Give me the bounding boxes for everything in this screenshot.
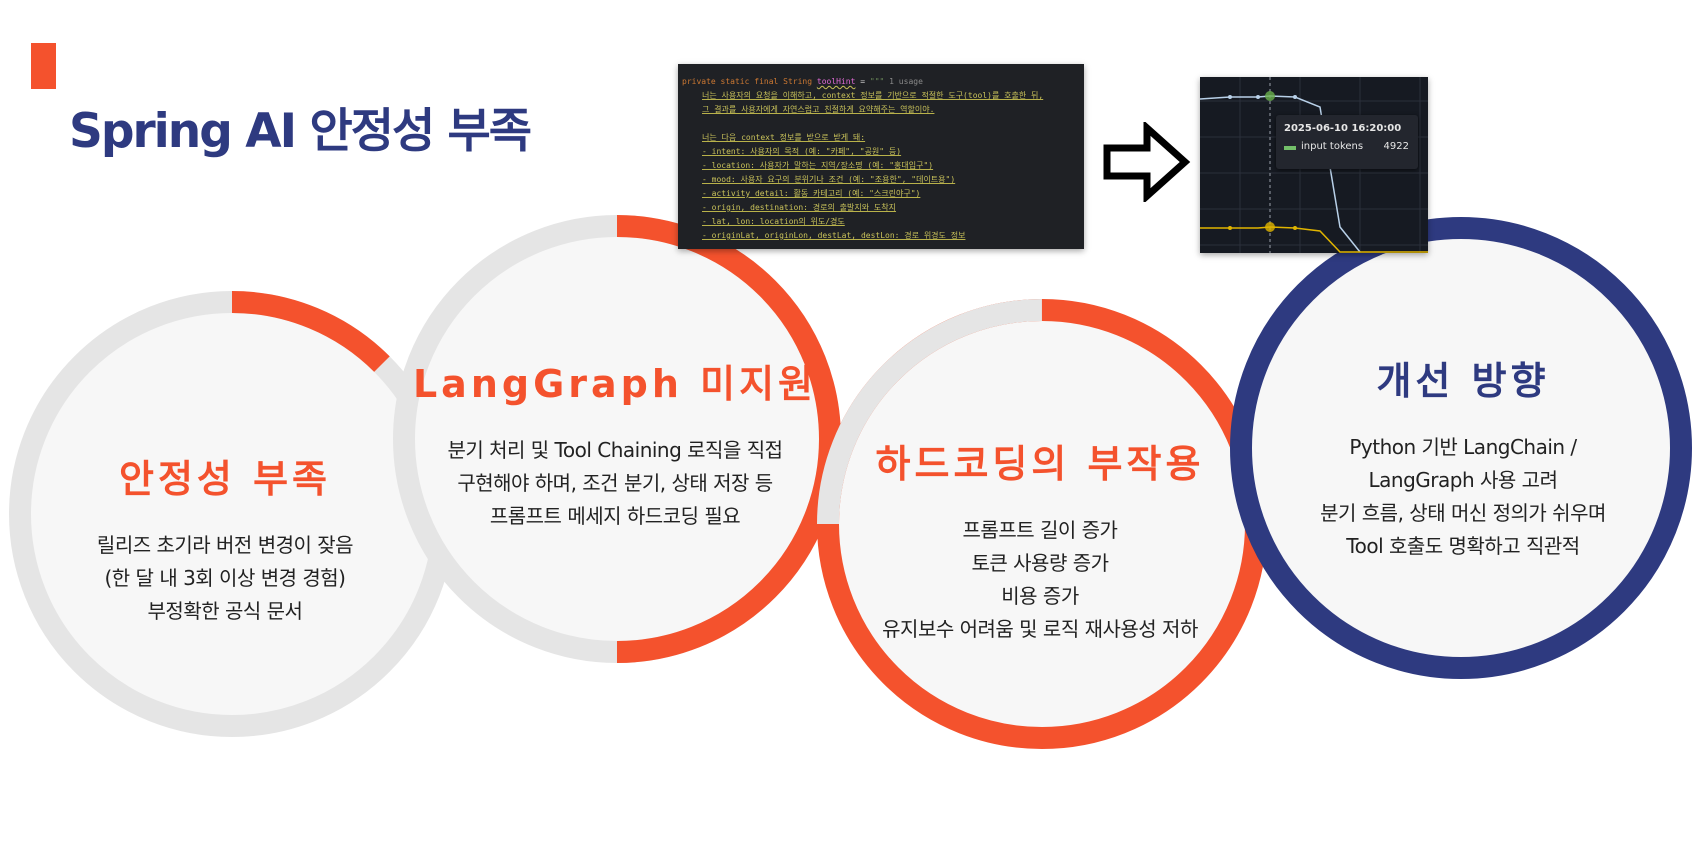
circle-2-line: 구현해야 하며, 조건 분기, 상태 저장 등 [457, 471, 773, 495]
circle-1-ring [9, 291, 455, 737]
right-arrow-outline-icon [1103, 122, 1191, 202]
circle-2-lines: 분기 처리 및 Tool Chaining 로직을 직접 구현해야 하며, 조건… [395, 434, 835, 533]
circle-2-ring [393, 215, 841, 663]
circle-1-line: 부정확한 공식 문서 [147, 599, 303, 623]
output-tokens-line [1200, 226, 1428, 253]
code-operator: = [860, 77, 866, 86]
code-variable: toolHint [816, 77, 856, 86]
input-tokens-line [1200, 95, 1361, 253]
chart-tooltip: 2025-06-10 16:20:00 input tokens 4922 [1276, 115, 1418, 169]
tooltip-series-label: input tokens [1301, 141, 1364, 152]
circle-1-progress-arc [9, 291, 455, 737]
circle-2-content: LangGraph 미지원 분기 처리 및 Tool Chaining 로직을 … [395, 353, 835, 533]
circle-4-lines: Python 기반 LangChain / LangGraph 사용 고려 분기… [1243, 431, 1683, 563]
tooltip-series-value: 4922 [1383, 141, 1409, 152]
code-line: 너는 다음 context 정보를 받으로 받게 돼: [702, 133, 866, 142]
code-screenshot: private static final String toolHint = "… [678, 64, 1084, 249]
circle-3-line: 비용 증가 [1001, 584, 1079, 608]
circle-3-lines: 프롬프트 길이 증가 토큰 사용량 증가 비용 증가 유지보수 어려움 및 로직… [820, 514, 1260, 646]
circle-4-line: LangGraph 사용 고려 [1368, 468, 1558, 492]
code-line: - intent: 사용자의 목적 (예: "카페", "공원" 등) [702, 147, 902, 156]
circle-4-content: 개선 방향 Python 기반 LangChain / LangGraph 사용… [1243, 350, 1683, 563]
code-line: - originLat, originLon, destLat, destLon… [702, 231, 966, 240]
code-line: 너는 사용자의 요청을 이해하고, context 정보를 기반으로 적절한 도… [702, 91, 1044, 100]
code-usage-hint: 1 usage [889, 77, 923, 86]
code-keywords: private static final String [682, 77, 813, 86]
circle-3-line: 토큰 사용량 증가 [971, 551, 1109, 575]
page-title: Spring AI 안정성 부족 [69, 104, 532, 159]
code-line: - location: 사용자가 말하는 지역/장소명 (예: "홍대입구") [702, 161, 934, 170]
circle-2-line: 분기 처리 및 Tool Chaining 로직을 직접 [447, 438, 783, 462]
circle-3-title: 하드코딩의 부작용 [875, 442, 1205, 486]
code-line: 그 결과를 사용자에게 자연스럽고 친절하게 요약해주는 역할이야. [702, 105, 935, 114]
circle-1-line: 릴리즈 초기라 버전 변경이 잦음 [96, 533, 354, 557]
circle-4-line: Python 기반 LangChain / [1349, 435, 1577, 459]
code-string-open: """ [869, 77, 885, 86]
circle-4-line: Tool 호출도 명확하고 직관적 [1346, 534, 1580, 558]
series-color-swatch [1284, 146, 1296, 150]
circle-3-content: 하드코딩의 부작용 프롬프트 길이 증가 토큰 사용량 증가 비용 증가 유지보… [820, 433, 1260, 646]
circle-3-line: 프롬프트 길이 증가 [962, 518, 1118, 542]
code-line: - origin, destination: 경로의 출발지와 도착지 [702, 203, 897, 212]
circle-2-progress-arc [393, 215, 841, 663]
code-line: - activity_detail: 활동 카테고리 (예: "스크린야구") [702, 189, 921, 198]
title-accent-mark [31, 43, 56, 89]
circle-1-content: 안정성 부족 릴리즈 초기라 버전 변경이 잦음 (한 달 내 3회 이상 변경… [5, 448, 445, 628]
code-declaration-line: private static final String toolHint = "… [682, 77, 923, 87]
code-line: - mood: 사용자 요구의 분위기나 조건 (예: "조용한", "데이트용… [702, 175, 956, 184]
circle-3-line: 유지보수 어려움 및 로직 재사용성 저하 [882, 617, 1198, 641]
circle-1-lines: 릴리즈 초기라 버전 변경이 잦음 (한 달 내 3회 이상 변경 경험) 부정… [5, 529, 445, 628]
circle-4-title: 개선 방향 [1376, 359, 1550, 403]
circle-3-gray-arc [817, 299, 1267, 749]
code-line: - lat, lon: location의 위도/경도 [702, 217, 845, 226]
circle-1-title: 안정성 부족 [118, 457, 332, 501]
tooltip-timestamp: 2025-06-10 16:20:00 [1284, 123, 1402, 134]
circle-1-line: (한 달 내 3회 이상 변경 경험) [104, 566, 346, 590]
token-chart-screenshot: 2025-06-10 16:20:00 input tokens 4922 [1200, 77, 1428, 253]
circle-2-line: 프롬프트 메세지 하드코딩 필요 [489, 504, 741, 528]
circle-4-line: 분기 흐름, 상태 머신 정의가 쉬우며 [1320, 501, 1606, 525]
circle-2-title: LangGraph 미지원 [412, 362, 818, 406]
circle-4-ring [1230, 217, 1692, 679]
